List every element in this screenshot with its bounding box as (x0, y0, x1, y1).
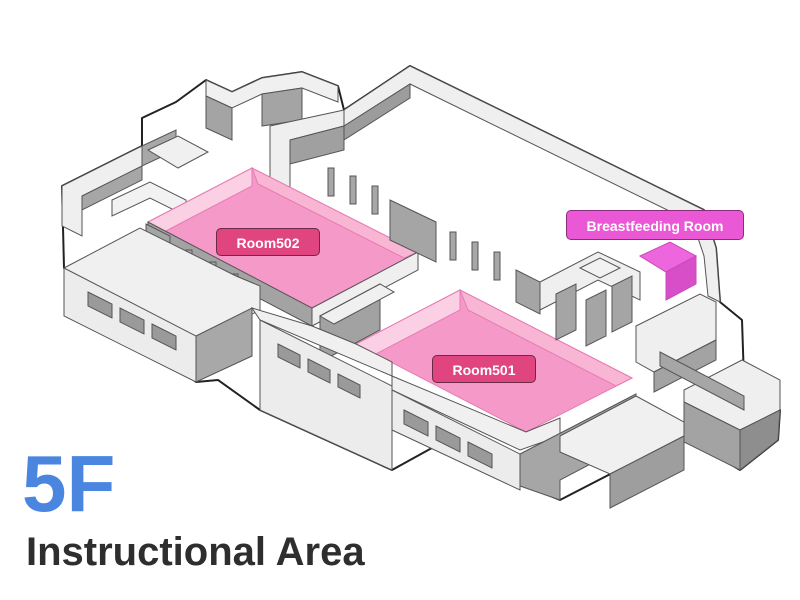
courtyard-west-wall-side (289, 125, 345, 165)
south-mid-windows (277, 343, 361, 399)
floor-area-title: Instructional Area (26, 530, 365, 574)
south-east-corner-face (609, 435, 685, 509)
se-wing-side2 (739, 409, 781, 472)
room502-side-wall (251, 166, 420, 259)
room501-side-wall (459, 288, 634, 387)
east-small-rooms (539, 209, 721, 393)
south-west-wall-face (195, 307, 253, 383)
south-east-windows (403, 409, 493, 469)
south-west-windows (87, 291, 177, 351)
room501-label[interactable]: Room501 (432, 355, 536, 383)
mid-block-top (318, 283, 396, 325)
nw-block-face (205, 95, 233, 141)
room502-label[interactable]: Room502 (216, 228, 320, 256)
courtyard-panel-2 (515, 269, 541, 315)
floor-number: 5F (22, 439, 116, 528)
se-corridor-wall (659, 351, 745, 411)
nw-partition2 (146, 135, 210, 169)
west-wing-wall-side (81, 165, 143, 211)
breastfeeding-room-wall (665, 255, 697, 301)
breastfeeding-room-label[interactable]: Breastfeeding Room (566, 210, 744, 240)
courtyard-panel-1 (389, 199, 437, 263)
